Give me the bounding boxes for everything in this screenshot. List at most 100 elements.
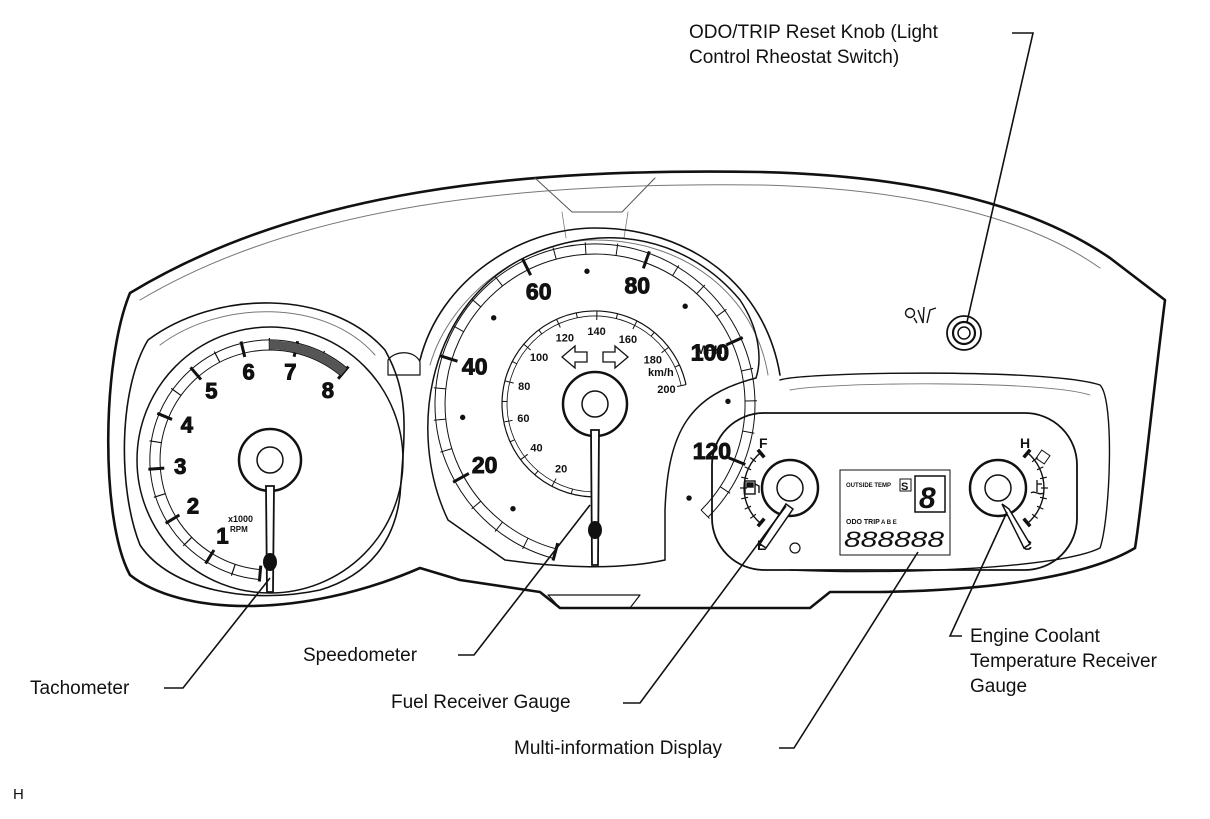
kmh-numeral: 100 [530,352,548,364]
tachometer-leader [164,578,270,688]
mph-tick [472,501,481,509]
fuel-gauge-callout: Fuel Receiver Gauge [391,690,571,715]
tach-numeral: 5 [205,379,217,404]
tach-numeral: 1 [216,523,228,548]
tach-unit-multiplier: x1000 [228,514,253,524]
mph-tick [495,522,502,531]
mph-numeral: 120 [693,438,731,464]
kmh-numeral: 40 [530,443,542,455]
mph-dot [687,496,691,500]
kmh-tick [510,440,515,442]
speedometer-callout: Speedometer [303,643,417,668]
kmh-numeral: 160 [619,334,637,346]
kmh-numeral: 20 [555,464,567,476]
multi-display-leader [779,552,918,748]
mph-dot [683,304,687,308]
kmh-numeral: 180 [644,354,662,366]
mph-tick [720,487,730,494]
mph-dot [511,506,515,510]
mph-tick [523,538,528,549]
mph-tick [697,285,705,294]
multi-display-callout: Multi-information Display [514,736,722,761]
tach-numeral: 2 [187,494,199,519]
mph-tick [523,259,531,275]
kmh-numeral: 140 [587,326,605,338]
kmh-numeral: 80 [518,381,530,393]
mph-unit-label: MPH [696,343,723,357]
mph-tick [440,356,457,361]
fuel-receiver-gauge: F E [740,435,818,553]
mph-dot [491,316,495,320]
kmh-tick [675,365,680,367]
mph-tick [701,510,709,518]
small-gauge-tick [1040,477,1047,479]
tachometer-callout: Tachometer [30,676,129,701]
mph-tick [717,309,727,316]
small-gauge-tick [741,477,748,479]
figure-code: H [13,786,24,803]
kmh-tick [512,361,516,363]
mph-numeral: 40 [462,354,488,380]
reset-knob-callout-line1: ODO/TRIP Reset Knob (Light [689,20,938,45]
fuel-indicator-dot [790,543,800,553]
speedometer-leader [458,505,590,655]
kmh-tick [539,330,542,334]
mph-dot [726,399,730,403]
kmh-numeral: 120 [556,333,574,345]
display-outside-temp-label: OUTSIDE TEMP [846,483,891,489]
small-gauge-tick [758,519,764,527]
kmh-tick [651,332,654,336]
mph-tick [495,276,502,285]
coolant-callout-line1: Engine Coolant [970,624,1157,649]
display-s-indicator: S [901,481,908,493]
small-gauge-tick [741,497,748,499]
tachometer-needle [266,486,274,592]
display-odo-trip-label: ODO TRIP [846,519,880,526]
tach-tick [191,367,201,379]
tach-numeral: 7 [284,359,296,384]
odo-trip-reset-knob[interactable] [947,316,981,350]
mph-numeral: 60 [526,278,552,304]
reset-knob-callout: ODO/TRIP Reset Knob (Light Control Rheos… [689,20,938,70]
speedometer-zero-marker [588,521,602,539]
tach-tick [214,351,219,362]
kmh-numeral: 200 [657,384,675,396]
tach-tick [259,566,260,582]
kmh-numeral: 60 [517,413,529,425]
tach-numeral: 6 [242,360,254,385]
mph-tick [643,251,649,268]
coolant-gauge-callout: Engine Coolant Temperature Receiver Gaug… [970,624,1157,699]
reset-knob-leader [967,33,1033,322]
small-gauge-tick [1040,497,1047,499]
kmh-tick [677,385,686,387]
speedometer-needle [591,430,599,565]
mph-numeral: 20 [472,452,498,478]
tach-tick [171,388,181,395]
kmh-unit-label: km/h [648,367,674,379]
coolant-callout-line3: Gauge [970,674,1157,699]
tach-tick [148,468,164,469]
multi-information-display: OUTSIDE TEMP S 8 ODO TRIP A B E 888888 [840,470,950,555]
coolant-temperature-gauge: H C [970,435,1050,553]
tach-numeral: 3 [174,454,186,479]
coolant-thermometer-icon [1031,480,1043,494]
mph-tick [673,265,679,275]
fuel-gauge-leader [623,506,786,703]
kmh-tick [535,471,538,475]
mph-tick [729,458,746,465]
mph-tick [472,299,481,307]
kmh-tick [662,347,669,352]
mph-dot [585,269,589,273]
small-gauge-tick [1024,519,1030,527]
kmh-tick [616,314,617,319]
turn-signal-right-icon [603,346,628,368]
display-gear-digit: 8 [919,482,936,515]
mph-tick [453,326,464,332]
mph-dot [460,415,464,419]
kmh-tick [571,489,572,494]
reset-knob-callout-line2: Control Rheostat Switch) [689,45,938,70]
tachometer-zero-marker [263,553,277,571]
display-trip-ab-label: A B E [881,520,897,526]
